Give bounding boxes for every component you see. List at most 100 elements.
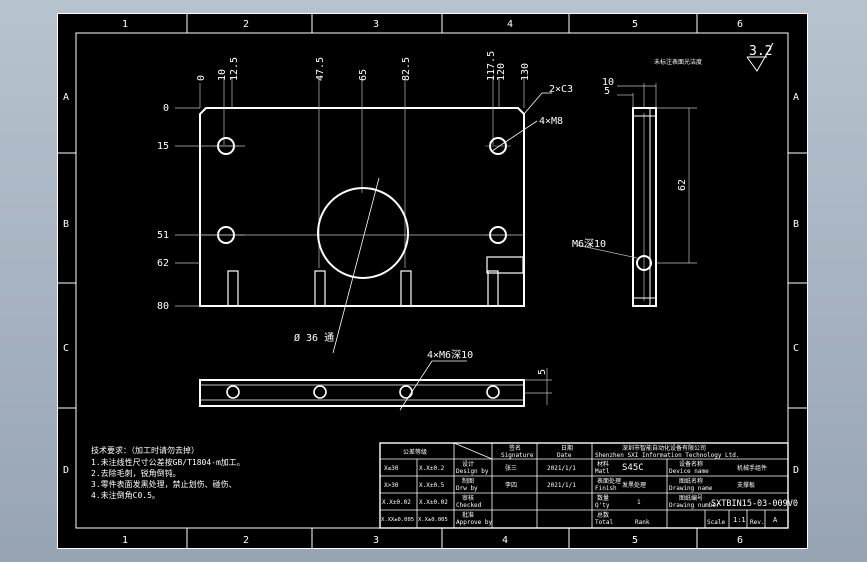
company-en: Shenzhen SXI Information Technology Ltd. [595, 452, 740, 459]
row1-sign: 张三 [505, 464, 517, 472]
row2-value: 发黑处理 [622, 481, 646, 489]
ruler-right-a: A [793, 92, 799, 103]
ruler-left-d: D [63, 465, 69, 476]
m8-holes-callout: 4×M8 [539, 116, 563, 127]
ruler-top-6: 6 [737, 19, 743, 30]
row2-role-en: Drw by [456, 485, 478, 492]
ruler-left-c: C [63, 343, 69, 354]
row3-role-en: Checked [456, 502, 482, 509]
drawing-number: SXTBIN15-03-009V0 [711, 499, 798, 509]
row3-tol: X.X±0.02 [419, 499, 448, 506]
rev-label: Rev. [750, 519, 764, 526]
title-block: 公差等级 签名 Signature 日期 Date 深圳市智能自动化设备有限公司… [379, 442, 798, 529]
dim-130: 130 [520, 63, 531, 81]
row3-range: X.X±0.02 [382, 499, 411, 506]
bottom-holes-callout: 4×M6深10 [427, 349, 473, 361]
ruler-right-b: B [793, 219, 799, 230]
dim-left-0: 0 [163, 103, 169, 114]
row4-range: X.XX±0.005 [381, 517, 414, 523]
roughness-note: 未标注表面光洁度 [654, 58, 702, 66]
scale-value: 1:1 [733, 516, 746, 524]
row2-range: X>30 [384, 482, 399, 489]
ruler-left-b: B [63, 219, 69, 230]
row2-name-cn: 图纸名称 [679, 477, 703, 485]
plate-outline [199, 107, 525, 307]
ruler-ticks [57, 13, 808, 549]
row1-label-en: Matl [595, 468, 610, 475]
ruler-top-5: 5 [632, 19, 638, 30]
rev-value: A [773, 516, 778, 524]
row2-label-en: Finish [595, 485, 617, 492]
notes-title: 技术要求：（加工时请勿去掉） [91, 445, 199, 455]
center-bore [317, 187, 409, 279]
note-line-4: 4.未注倒角C0.5。 [91, 490, 160, 500]
row3-name-en: Drawing number [669, 502, 720, 509]
ruler-bottom-6: 6 [737, 535, 743, 546]
note-line-3: 3.零件表面发黑处理，禁止划伤、碰伤、 [91, 479, 237, 489]
dim-left-80: 80 [157, 301, 169, 312]
ruler-bottom-5: 5 [632, 535, 638, 546]
dim-10: 10 [217, 69, 228, 81]
ruler-labels: 1 2 3 4 5 6 1 2 3 4 5 6 A B C D A B C D [63, 19, 799, 546]
side-dim-62: 62 [677, 179, 688, 191]
note-line-2: 2.去除毛刺，锐角倒钝。 [91, 468, 181, 478]
tolerance-header: 公差等级 [403, 448, 427, 456]
bottom-outline [199, 379, 525, 407]
date-header: 日期 [561, 444, 573, 452]
ruler-bottom-2: 2 [243, 535, 249, 546]
roughness-value: 3.2 [749, 44, 772, 59]
row2-tol: X.X±0.5 [419, 482, 445, 489]
bottom-view: 4×M6深10 5 [199, 349, 552, 411]
row2-sign: 李四 [505, 481, 517, 489]
dim-117-5: 117.5 [486, 51, 497, 81]
ruler-left-a: A [63, 92, 69, 103]
side-thread-callout: M6深10 [572, 238, 606, 250]
dim-65: 65 [358, 69, 369, 81]
rank-label: Rank [635, 519, 650, 526]
row2-name-en: Drawing name [669, 485, 713, 492]
ruler-right-d: D [793, 465, 799, 476]
row4-label-en: Total [595, 519, 613, 526]
row4-label-cn: 总数 [597, 511, 609, 519]
side-m6-hole [636, 255, 652, 271]
dim-47-5: 47.5 [315, 57, 326, 81]
front-view: 0 10 12.5 47.5 65 82.5 117.5 120 130 0 1… [157, 51, 573, 354]
bottom-threaded-holes [227, 256, 524, 307]
dim-left-62: 62 [157, 258, 169, 269]
dim-12-5: 12.5 [229, 57, 240, 81]
ruler-right-c: C [793, 343, 799, 354]
row1-role-en: Design by [456, 468, 489, 475]
side-dim-5: 5 [604, 86, 610, 97]
row1-label-cn: 材料 [597, 460, 609, 468]
row2-name-value: 支撑板 [737, 481, 755, 489]
bottom-dim-5: 5 [537, 369, 548, 375]
row3-role-cn: 审核 [462, 494, 474, 502]
scale-label: Scale [707, 519, 725, 526]
front-top-dims: 0 10 12.5 47.5 65 82.5 117.5 120 130 [196, 51, 531, 81]
dim-120: 120 [496, 63, 507, 81]
row1-value: S45C [622, 463, 644, 473]
ruler-bottom-1: 1 [122, 535, 128, 546]
row2-role-cn: 制图 [462, 477, 474, 485]
dim-left-15: 15 [157, 141, 169, 152]
row2-date: 2021/1/1 [547, 482, 576, 489]
signature-header: 签名 [509, 444, 521, 452]
signature-en: Signature [501, 452, 534, 459]
row1-name-value: 机械手组件 [737, 464, 767, 472]
row4-role-cn: 批准 [462, 511, 474, 519]
date-en: Date [557, 452, 572, 459]
row3-label-cn: 数量 [597, 494, 609, 502]
row1-date: 2021/1/1 [547, 465, 576, 472]
row2-label-cn: 表面处理 [597, 477, 621, 485]
dim-82-5: 82.5 [401, 57, 412, 81]
chamfer-callout: 2×C3 [549, 84, 573, 95]
row1-name-en: Device name [669, 468, 709, 475]
row1-name-cn: 设备名称 [679, 460, 703, 468]
bore-callout: Ø 36 通 [294, 332, 334, 344]
dim-left-51: 51 [157, 230, 169, 241]
row3-label-en: Q'ty [595, 502, 610, 509]
company-cn: 深圳市智能自动化设备有限公司 [622, 444, 706, 452]
row1-range: X≤30 [384, 465, 399, 472]
row3-value: 1 [637, 499, 641, 506]
ruler-top-2: 2 [243, 19, 249, 30]
